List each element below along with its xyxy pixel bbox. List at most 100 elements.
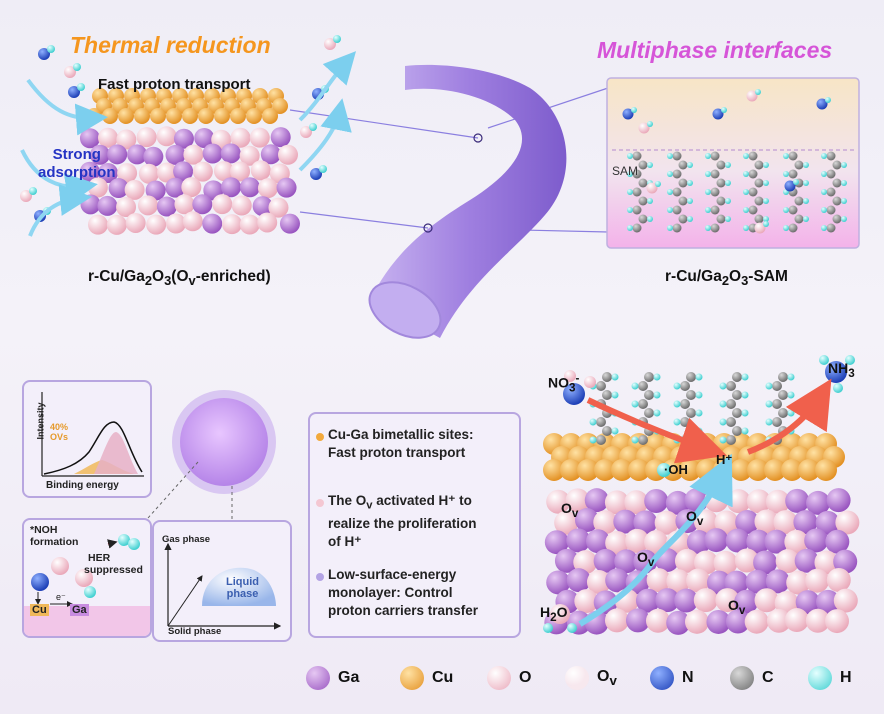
cu-atom [594,459,616,481]
carbon-atom [672,223,682,233]
ga-atom [833,549,858,574]
ga-atom [633,510,658,535]
o-atom [784,529,809,554]
description-cu-ga: Cu-Ga bimetallic sites:Fast proton trans… [328,427,474,460]
cu-atom [730,459,752,481]
strong-adsorption-line2: adsorption [38,164,116,181]
h-atom [589,418,597,426]
nitrate-o-atom [584,376,596,388]
cu-atom [134,108,150,124]
ga-atom [804,528,829,553]
h-atom [741,373,749,381]
cu-atom [815,459,837,481]
carbon-atom [748,187,758,197]
cu-atom [262,108,278,124]
ga-atom [276,177,297,198]
h-atom [627,171,633,177]
legend-c-swatch [730,666,754,690]
legend-c: C [730,666,774,690]
ga-atom [806,490,831,515]
carbon-atom [754,178,764,188]
ov-label-4: Ov [728,597,746,617]
molecule-atom [622,108,634,120]
ga-atom [764,529,789,554]
o-atom [586,570,611,595]
molecule-atom [816,98,828,110]
ga-atom [260,144,281,165]
o-atom [625,528,650,553]
h-atom [763,162,769,168]
h-atom [741,391,749,399]
carbon-atom [678,214,688,224]
h-atom [743,207,749,213]
h-atom [765,400,773,408]
ga-atom [665,490,690,515]
h-atom [667,225,673,231]
ga-atom [108,178,129,199]
ga-atom [625,608,650,633]
h-atom [611,427,619,435]
thermal-reduction-title: Thermal reduction [70,32,271,58]
o-atom [645,608,670,633]
ga-atom [220,177,241,198]
carbon-atom [602,390,612,400]
bullet-ov [316,499,324,507]
ga-atom [725,609,750,634]
carbon-atom [632,223,642,233]
fast-proton-transport-label: Fast proton transport [98,76,251,93]
o-atom [826,568,851,593]
ga-atom [706,609,731,634]
h-atom [705,153,711,159]
ga-atom [826,488,851,513]
carbon-atom [638,178,648,188]
bullet-cu-ga [316,433,324,441]
cu-atom [86,108,102,124]
h-atom [611,373,619,381]
phase-diagram [164,542,282,630]
h-atom [657,463,671,477]
o-atom [784,608,809,633]
h-atom [821,171,827,177]
o-atom [222,214,243,235]
h-atom [743,153,749,159]
ga-atom [220,143,241,164]
xps-annotation: 40%OVs [50,422,69,442]
o-atom [713,550,738,575]
carbon-atom [680,381,690,391]
carbon-atom [638,160,648,170]
carbon-atom [678,160,688,170]
o-atom [744,609,769,634]
o-atom [250,160,271,181]
o-atom [212,194,233,215]
o-atom [835,510,860,535]
h-atom [787,409,795,417]
carbon-atom [832,160,842,170]
h-atom [787,373,795,381]
catalyst-cluster-right [543,355,860,635]
molecule-atom [638,122,650,134]
gas-phase-label: Gas phase [162,534,211,545]
carbon-atom [672,151,682,161]
ga-atom [192,194,213,215]
ga-atom [202,143,223,164]
ga-atom [270,127,291,148]
h-atom [763,221,769,227]
o-atom [674,548,699,573]
h-atom [833,383,843,393]
solid-phase-label: Solid phase [168,626,222,637]
o-atom [257,178,278,199]
ga-atom [97,195,118,216]
ga-atom [794,548,819,573]
carbon-atom [638,196,648,206]
h-atom [783,153,789,159]
ammonia-release-arrow [746,378,832,455]
h-atom [29,187,37,195]
carbon-atom [794,160,804,170]
carbon-atom [596,435,606,445]
carbon-atom [726,399,736,409]
h-atom [803,198,809,204]
cu-atom [182,108,198,124]
cu-atom [747,459,769,481]
